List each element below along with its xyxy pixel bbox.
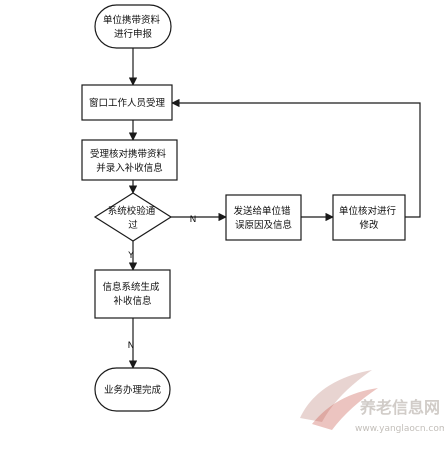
system-check-decision: 系统校验通 过 (93, 192, 173, 242)
end-line-1: 业务办理完成 (104, 384, 162, 396)
system-check-line-1: 系统校验通 (108, 205, 156, 217)
edge-label-y: Y (127, 251, 134, 261)
svg-text:系统校验通 过: 系统校验通 过 (108, 205, 159, 231)
start-line-1: 单位携带资料 (103, 14, 161, 26)
verify-enter-line-1: 受理核对携带资料 (90, 148, 167, 160)
unit-correct-line-2: 修改 (359, 219, 379, 231)
verify-enter-node: 受理核对携带资料 并录入补收信息 (81, 139, 178, 181)
edge-label-n-end: N (128, 341, 135, 351)
start-node: 单位携带资料 进行申报 (94, 4, 172, 49)
generate-info-node: 信息系统生成 补收信息 (94, 269, 171, 319)
watermark-url: www.yanglaocn.com (355, 424, 444, 434)
svg-text:单位携带资料 进行申报: 单位携带资料 进行申报 (103, 14, 163, 40)
svg-text:受理核对携带资料 并录入补收信息: 受理核对携带资料 并录入补收信息 (90, 148, 169, 174)
watermark: 养老信息网 www.yanglaocn.com (300, 370, 444, 434)
svg-text:单位核对进行 修改: 单位核对进行 修改 (339, 205, 399, 231)
send-error-line-2: 误原因及信息 (235, 219, 292, 231)
svg-text:信息系统生成 补收信息: 信息系统生成 补收信息 (102, 281, 162, 307)
unit-correct-node: 单位核对进行 修改 (332, 194, 406, 241)
end-node: 业务办理完成 (94, 367, 171, 412)
edge-label-n: N (190, 215, 197, 225)
generate-info-line-2: 补收信息 (113, 295, 151, 307)
start-line-2: 进行申报 (114, 28, 153, 40)
window-receive-line-1: 窗口工作人员受理 (89, 97, 166, 109)
svg-text:业务办理完成: 业务办理完成 (104, 384, 162, 396)
window-receive-node: 窗口工作人员受理 (81, 84, 173, 121)
generate-info-line-1: 信息系统生成 (102, 281, 160, 293)
send-error-line-1: 发送给单位错 (233, 205, 291, 217)
watermark-logo-icon (300, 370, 378, 430)
svg-text:窗口工作人员受理: 窗口工作人员受理 (89, 97, 166, 109)
svg-text:发送给单位错 误原因及信息: 发送给单位错 误原因及信息 (233, 205, 293, 231)
unit-correct-line-1: 单位核对进行 (339, 205, 397, 217)
send-error-node: 发送给单位错 误原因及信息 (225, 194, 302, 241)
watermark-site-name: 养老信息网 (359, 398, 440, 417)
edge-correct-loop-back (171, 98, 421, 218)
verify-enter-line-2: 并录入补收信息 (96, 162, 163, 174)
system-check-line-2: 过 (128, 219, 138, 231)
